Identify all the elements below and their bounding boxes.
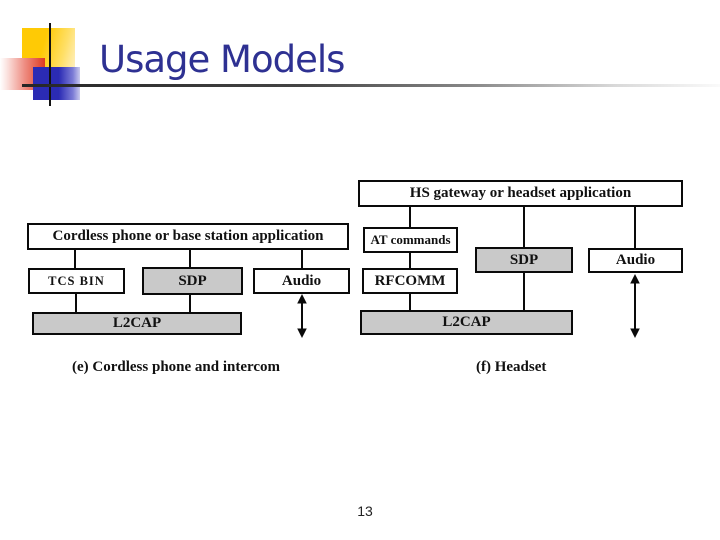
connector (409, 205, 411, 227)
box-audio-left: Audio (253, 268, 350, 294)
connector (301, 248, 303, 268)
box-rfcomm: RFCOMM (362, 268, 458, 294)
connector (409, 252, 411, 268)
connector (523, 205, 525, 247)
connector (634, 205, 636, 248)
box-l2cap-right: L2CAP (360, 310, 573, 335)
updown-arrow-icon (297, 294, 307, 338)
connector (189, 248, 191, 267)
connector (189, 294, 191, 312)
connector (523, 272, 525, 310)
connector (75, 293, 77, 312)
caption-right: (f) Headset (476, 359, 547, 375)
logo-crosshair-line (49, 23, 51, 106)
box-cordless-application: Cordless phone or base station applicati… (27, 223, 349, 250)
logo-blue-square (33, 67, 80, 100)
box-l2cap-left: L2CAP (32, 312, 242, 335)
box-tcs-bin: TCS BIN (28, 268, 125, 294)
page-number: 13 (357, 503, 373, 519)
connector (409, 293, 411, 310)
title-underline (22, 84, 720, 87)
box-audio-right: Audio (588, 248, 683, 273)
page-title: Usage Models (99, 38, 345, 81)
box-sdp-left: SDP (142, 267, 243, 295)
box-hs-gateway-application: HS gateway or headset application (358, 180, 683, 207)
caption-left: (e) Cordless phone and intercom (72, 359, 281, 375)
connector (74, 248, 76, 268)
updown-arrow-icon (630, 274, 640, 338)
box-at-commands: AT commands (363, 227, 458, 253)
box-sdp-right: SDP (475, 247, 573, 273)
